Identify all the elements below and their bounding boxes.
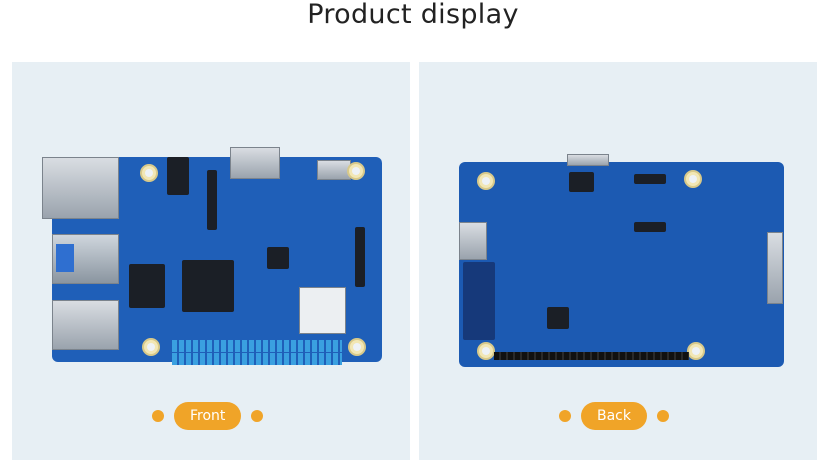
back-nav: Back [559,402,669,430]
back-button[interactable]: Back [581,402,647,430]
front-nav: Front [152,402,264,430]
page-title: Product display [307,0,519,30]
prev-dot[interactable] [559,410,571,422]
back-panel: Back [419,62,817,460]
front-panel: Front [12,62,410,460]
next-dot[interactable] [251,410,264,422]
front-button[interactable]: Front [174,402,242,430]
next-dot[interactable] [657,410,669,422]
prev-dot[interactable] [152,410,164,422]
